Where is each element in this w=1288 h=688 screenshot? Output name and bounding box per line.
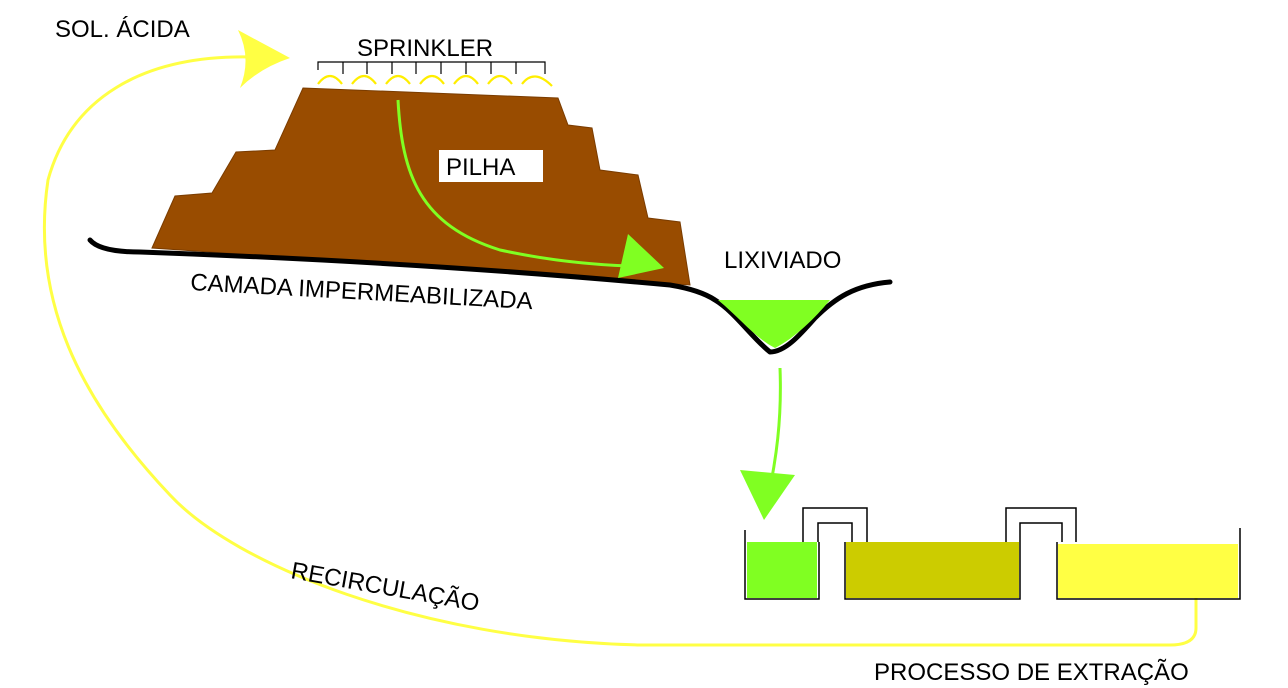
sprinkler-pipe bbox=[317, 61, 546, 74]
arrow-icon bbox=[740, 470, 795, 520]
recirculation-line bbox=[42, 55, 1198, 647]
impermeable-layer-line bbox=[87, 237, 893, 355]
tank-2-walls bbox=[844, 542, 1021, 600]
spray-icon bbox=[317, 74, 553, 87]
tank-2-fill bbox=[846, 542, 1019, 598]
label-leachate: LIXIVIADO bbox=[724, 247, 841, 274]
arrow-icon bbox=[618, 234, 664, 278]
extraction-tanks bbox=[744, 507, 1241, 600]
tank-connector-2 bbox=[1005, 507, 1077, 542]
label-heap: PILHA bbox=[446, 154, 515, 181]
tank-3-fill bbox=[1058, 544, 1238, 598]
label-extraction: PROCESSO DE EXTRAÇÃO bbox=[874, 659, 1189, 686]
label-sprinkler: SPRINKLER bbox=[357, 35, 493, 62]
label-heap-background bbox=[439, 150, 543, 182]
tank-connector-1 bbox=[802, 507, 868, 542]
arrow-icon bbox=[396, 99, 631, 268]
arrow-icon bbox=[238, 30, 290, 88]
tank-1-fill bbox=[747, 542, 817, 598]
label-impermeable-layer: CAMADA IMPERMEABILIZADA bbox=[190, 269, 534, 315]
label-acid-solution: SOL. ÁCIDA bbox=[55, 16, 190, 43]
sprinkler-rig bbox=[317, 61, 553, 87]
heap-pile bbox=[151, 87, 691, 286]
leachate-pond bbox=[718, 300, 830, 348]
tank-3-walls bbox=[1056, 528, 1241, 600]
tank-1-walls bbox=[744, 530, 820, 600]
